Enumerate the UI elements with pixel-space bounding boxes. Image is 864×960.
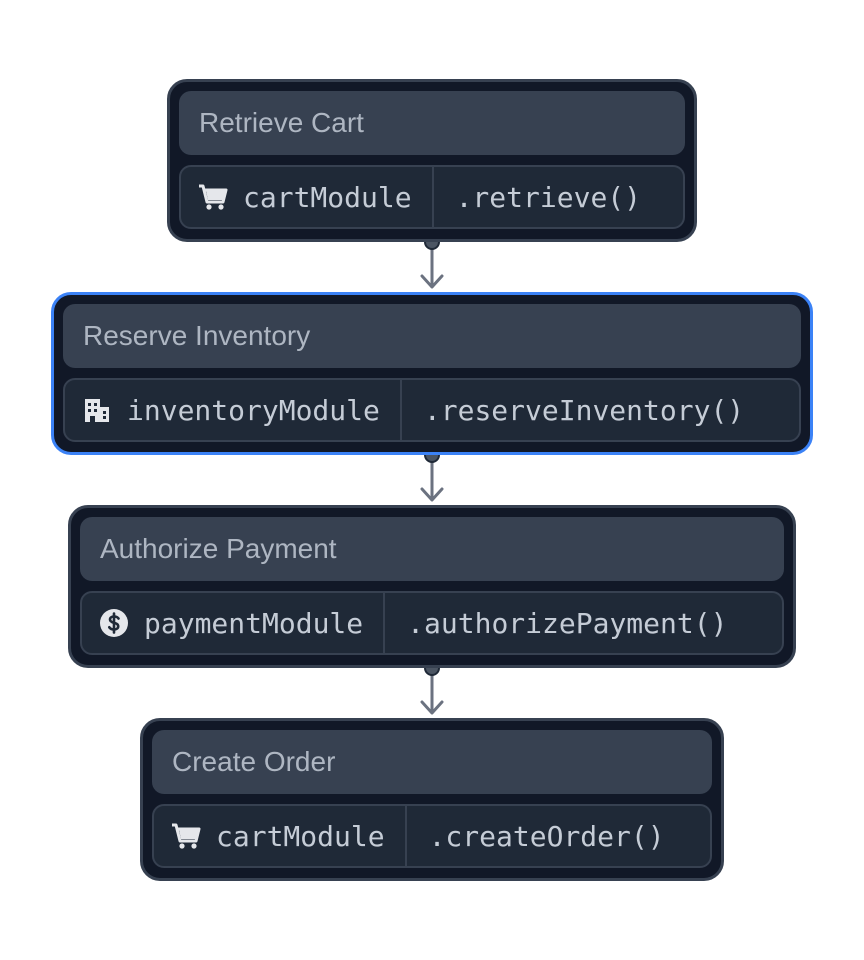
method-name: .retrieve() [455,180,642,214]
module-name: paymentModule [144,606,364,640]
module-cell: cartModule [154,806,407,866]
module-cell: cartModule [181,167,434,227]
method-cell: .authorizePayment() [385,593,749,653]
step-title: Retrieve Cart [179,91,685,155]
step-node-create-order[interactable]: Create Order cartModule .createOrder() [140,718,724,881]
step-title: Authorize Payment [80,517,784,581]
method-name: .reserveInventory() [423,393,745,427]
connector-2 [420,447,444,502]
module-cell: inventoryModule [65,380,402,440]
step-action-row: paymentModule .authorizePayment() [80,591,784,655]
method-cell: .reserveInventory() [402,380,766,440]
step-node-reserve-inventory[interactable]: Reserve Inventory inven [51,292,813,455]
dollar-circle-icon [98,607,130,639]
step-action-row: inventoryModule .reserveInventory() [63,378,801,442]
step-action-row: cartModule .retrieve() [179,165,685,229]
method-cell: .createOrder() [407,806,687,866]
module-cell: paymentModule [82,593,386,653]
module-name: cartModule [243,180,412,214]
connector-3 [420,660,444,715]
building-icon [81,394,113,426]
method-name: .authorizePayment() [407,606,728,640]
method-name: .createOrder() [428,819,665,853]
step-node-authorize-payment[interactable]: Authorize Payment paymentModule .authori… [68,505,796,668]
method-cell: .retrieve() [434,167,663,227]
connector-1 [420,234,444,289]
step-title: Create Order [152,730,712,794]
step-title: Reserve Inventory [63,304,801,368]
cart-icon [197,181,229,213]
step-node-retrieve-cart[interactable]: Retrieve Cart cartModule .retrieve() [167,79,697,242]
step-action-row: cartModule .createOrder() [152,804,712,868]
module-name: inventoryModule [127,393,380,427]
module-name: cartModule [216,819,385,853]
cart-icon [170,820,202,852]
